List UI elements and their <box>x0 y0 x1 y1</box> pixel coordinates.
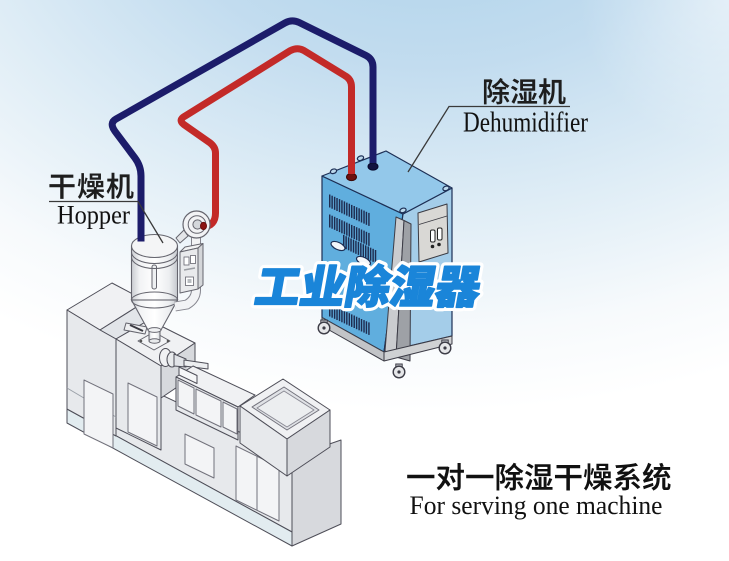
svg-text:Dehumidifier: Dehumidifier <box>463 108 589 139</box>
svg-text:Hopper: Hopper <box>57 201 130 230</box>
svg-text:For serving one machine: For serving one machine <box>410 490 663 520</box>
